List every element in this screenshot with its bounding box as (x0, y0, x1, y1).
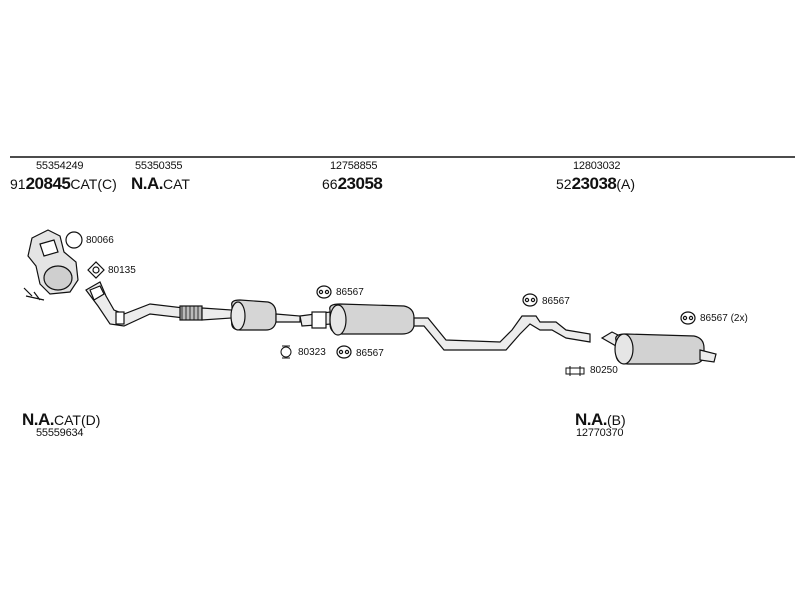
part-prefix: 66 (322, 176, 338, 192)
part-number-label: 9120845CAT(C) (10, 174, 117, 194)
rear-muffler (600, 331, 717, 365)
hardware-number: 80066 (86, 235, 114, 246)
part-number-label: 5223038(A) (556, 174, 635, 194)
part-suffix: CAT (163, 176, 190, 192)
part-main: 23038 (571, 174, 617, 193)
rubber-hanger-icon (316, 285, 332, 299)
front-pipe (85, 281, 233, 327)
oe-number: 55354249 (36, 160, 84, 172)
hardware-number: 80250 (590, 365, 618, 376)
part-number-label: N.A.CAT (131, 174, 190, 194)
oe-number: 12758855 (330, 160, 378, 172)
part-number-label: N.A.(B) (575, 410, 626, 430)
hardware-number: 86567 (542, 296, 570, 307)
front-muffler (230, 299, 301, 331)
part-main: N.A. (575, 410, 608, 429)
clamp-icon (280, 345, 292, 359)
center-muffler (299, 303, 415, 336)
rubber-hanger-icon (336, 345, 352, 359)
hardware-number: 86567 (336, 287, 364, 298)
part-prefix: 91 (10, 176, 26, 192)
oe-number: 55350355 (135, 160, 183, 172)
rubber-hanger-icon (680, 311, 696, 325)
intermediate-pipe (413, 315, 591, 351)
flange-gasket-icon (87, 261, 105, 279)
hardware-number: 86567 (2x) (700, 313, 748, 324)
oe-number: 12803032 (573, 160, 621, 172)
ring-gasket-icon (65, 231, 83, 249)
mounting-bracket-icon (565, 366, 585, 376)
part-suffix: CAT(C) (70, 176, 117, 192)
rubber-hanger-icon (522, 293, 538, 307)
part-prefix: 52 (556, 176, 572, 192)
oe-number: 12770370 (576, 427, 624, 439)
part-main: 23058 (337, 174, 383, 193)
oe-number: 55559634 (36, 427, 84, 439)
part-main: N.A. (22, 410, 55, 429)
hardware-number: 86567 (356, 348, 384, 359)
part-suffix: (A) (616, 176, 636, 192)
part-main: N.A. (131, 174, 164, 193)
part-suffix: CAT(D) (54, 412, 101, 428)
part-number-label: N.A.CAT(D) (22, 410, 100, 430)
catalytic-converter (23, 229, 79, 301)
part-main: 20845 (25, 174, 71, 193)
part-suffix: (B) (607, 412, 626, 428)
hardware-number: 80135 (108, 265, 136, 276)
hardware-number: 80323 (298, 347, 326, 358)
part-number-label: 6623058 (322, 174, 383, 194)
